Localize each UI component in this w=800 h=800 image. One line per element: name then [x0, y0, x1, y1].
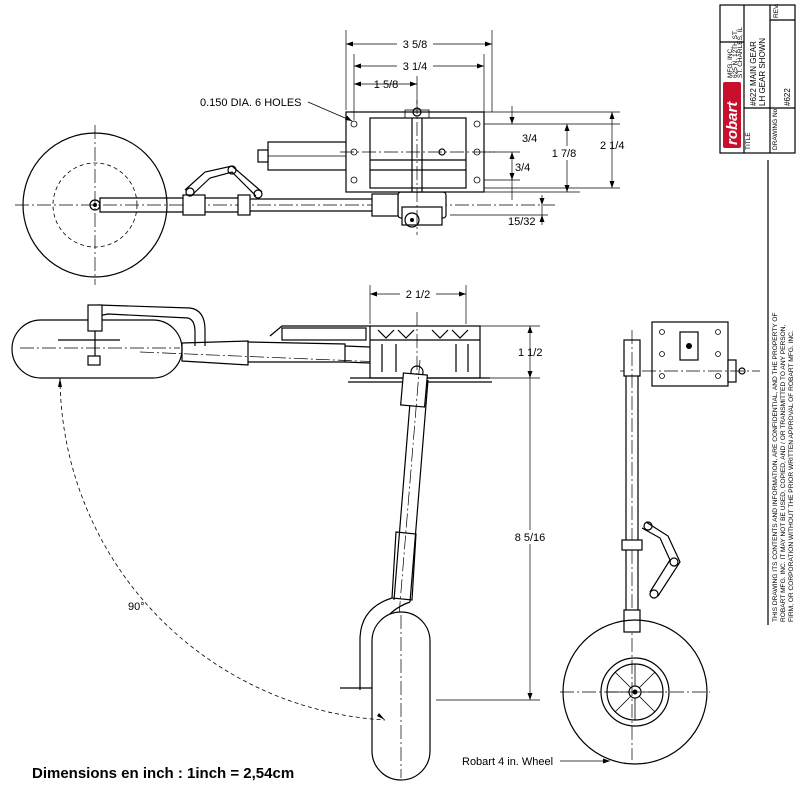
notice-line-1: THIS DRAWING ITS CONTENTS AND INFORMATIO… [772, 312, 779, 622]
dim-3-1-4: 3 1/4 [403, 61, 427, 73]
side-view: 90° 2 1/2 1 1/2 8 5/16 [11, 285, 552, 781]
dim-3-5-8: 3 5/8 [403, 39, 427, 51]
side-mount-block [348, 312, 492, 400]
drawing-no: #622 [783, 88, 792, 106]
retracted-strut [139, 325, 481, 367]
dim-15-32: 15/32 [508, 216, 536, 228]
dim-2-1-2: 2 1/2 [406, 289, 430, 301]
title-block: robart MFG. INC. 625 N. 12TH ST. ST. CHA… [719, 3, 796, 154]
dim-3-4-a: 3/4 [522, 133, 537, 145]
holes-note: 0.150 DIA. 6 HOLES [200, 97, 302, 109]
dim-2-1-4: 2 1/4 [600, 140, 624, 152]
title-label: TITLE [745, 132, 752, 150]
top-view: 3 5/8 3 1/4 1 5/8 0.150 DIA. 6 HOLES [15, 30, 624, 285]
drawing-no-label: DRAWING No. [772, 107, 779, 150]
retracted-fork [58, 304, 206, 366]
units-note: Dimensions en inch : 1inch = 2,54cm [32, 765, 294, 782]
company-line-1: MFG. INC. [727, 47, 734, 78]
top-view-dimensions: 3 5/8 3 1/4 1 5/8 0.150 DIA. 6 HOLES [200, 30, 624, 228]
company-line-3: ST. CHARLES, IL [737, 27, 744, 78]
front-view: Robart 4 in. Wheel [462, 321, 760, 768]
retract-arc [59, 377, 386, 721]
top-view-wheel [15, 125, 555, 285]
dim-1-7-8: 1 7/8 [552, 148, 576, 160]
rev-label: REV. [773, 3, 780, 18]
dim-1-5-8: 1 5/8 [374, 79, 398, 91]
notice-line-2: ROBART MFG. INC. IT MAY NOT BE USED, COP… [780, 324, 787, 622]
dim-1-1-2: 1 1/2 [518, 347, 542, 359]
robart-logo: robart [723, 82, 741, 148]
logo-text: robart [724, 101, 741, 145]
title-line-1: #622 MAIN GEAR [749, 41, 758, 106]
dim-3-4-b: 3/4 [515, 162, 530, 174]
angle-90: 90° [128, 601, 145, 613]
company-line-2: 625 N. 12TH ST. [732, 30, 739, 78]
title-line-2: LH GEAR SHOWN [758, 38, 767, 106]
notice-line-3: FIRM, OR CORPORATION WITHOUT THE PRIOR W… [788, 330, 795, 622]
extended-wheel [371, 611, 431, 781]
dim-8-5-16: 8 5/16 [515, 532, 546, 544]
wheel-label: Robart 4 in. Wheel [462, 756, 553, 768]
confidentiality-notice: THIS DRAWING ITS CONTENTS AND INFORMATIO… [767, 160, 795, 625]
